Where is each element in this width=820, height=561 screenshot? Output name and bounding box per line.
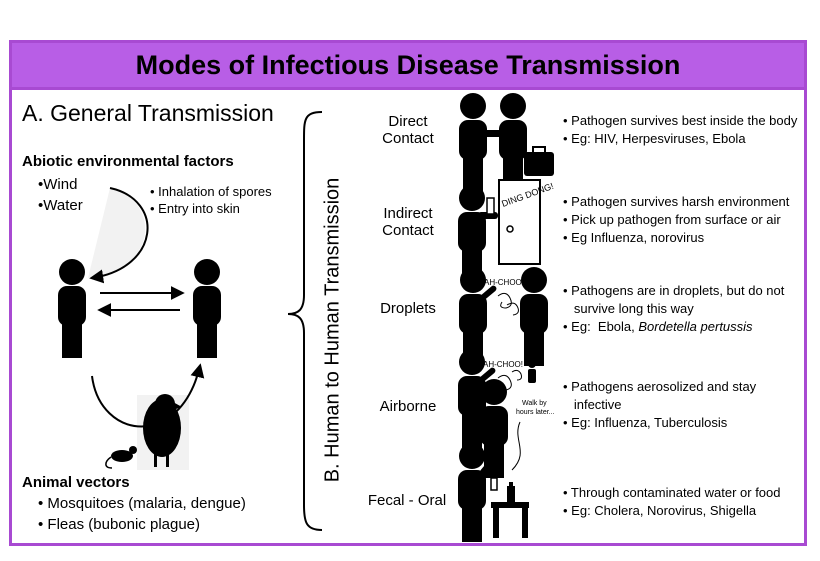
- fact-line: • Through contaminated water or food: [563, 485, 781, 500]
- abiotic-item-water: •Water: [38, 197, 83, 214]
- abiotic-heading: Abiotic environmental factors: [22, 153, 234, 170]
- fact-line: • Eg: Influenza, Tuberculosis: [563, 415, 728, 430]
- fact-line: • Pathogens aerosolized and stay: [563, 379, 757, 394]
- facts-indirect: • Pathogen survives harsh environment • …: [563, 193, 789, 247]
- person-left-icon: [58, 259, 86, 358]
- fact-italic: Bordetella pertussis: [638, 319, 753, 334]
- walk-by-note-line: hours later...: [516, 409, 555, 416]
- mode-label-line: Contact: [382, 222, 434, 239]
- fact-line: • Eg: HIV, Herpesviruses, Ebola: [563, 131, 746, 146]
- mode-label-droplets: Droplets: [370, 300, 446, 317]
- section-brace: [287, 111, 323, 531]
- fact-line: • Pathogens are in droplets, but do not: [563, 283, 785, 298]
- sneeze-text-airborne: AH-CHOO!: [483, 360, 523, 369]
- fact-line: • Eg Influenza, norovirus: [563, 230, 705, 245]
- airborne-icon: [458, 349, 536, 478]
- route-skin: • Entry into skin: [150, 201, 240, 216]
- walk-by-note-line: Walk by: [522, 400, 547, 407]
- mode-label-indirect: Indirect Contact: [370, 205, 446, 239]
- fact-line: • Eg: Ebola, Bordetella pertussis: [563, 318, 784, 336]
- fact-line: • Pathogen survives best inside the body: [563, 113, 798, 128]
- title-bar: Modes of Infectious Disease Transmission: [9, 40, 807, 90]
- facts-droplets: • Pathogens are in droplets, but do not …: [563, 282, 784, 336]
- abiotic-item-wind: •Wind: [38, 176, 78, 193]
- mode-label-line: Airborne: [379, 398, 437, 415]
- mode-label-fecal-oral: Fecal - Oral: [362, 492, 452, 509]
- fecal-oral-icon: [458, 443, 529, 542]
- diagram-title: Modes of Infectious Disease Transmission: [135, 49, 681, 80]
- fact-line: infective: [563, 397, 622, 412]
- mode-label-line: Droplets: [380, 300, 436, 317]
- droplets-icon: [459, 267, 548, 366]
- animal-heading: Animal vectors: [22, 474, 130, 491]
- fact-line: survive long this way: [563, 301, 694, 316]
- fact-line: • Pick up pathogen from surface or air: [563, 212, 781, 227]
- section-a-heading: A. General Transmission: [22, 100, 274, 126]
- facts-direct: • Pathogen survives best inside the body…: [563, 112, 797, 148]
- mode-label-line: Contact: [382, 130, 434, 147]
- animal-item-mosquitoes: • Mosquitoes (malaria, dengue): [38, 495, 246, 512]
- direct-contact-icon: [459, 93, 554, 192]
- mode-label-direct: Direct Contact: [370, 113, 446, 147]
- mode-label-line: Fecal - Oral: [367, 492, 447, 509]
- indirect-contact-icon: [458, 179, 541, 284]
- facts-airborne: • Pathogens aerosolized and stay infecti…: [563, 378, 756, 432]
- mode-label-line: Indirect: [383, 205, 433, 222]
- sneeze-text-droplets: AH-CHOO!: [484, 278, 524, 287]
- mode-label-airborne: Airborne: [370, 398, 446, 415]
- mode-label-line: Direct: [388, 113, 428, 130]
- person-right-icon: [193, 259, 221, 358]
- fact-line: • Pathogen survives harsh environment: [563, 194, 790, 209]
- fact-text: • Eg: Ebola,: [563, 319, 639, 334]
- animal-item-fleas: • Fleas (bubonic plague): [38, 516, 201, 533]
- route-inhalation: • Inhalation of spores: [150, 184, 272, 199]
- fact-line: • Eg: Cholera, Norovirus, Shigella: [563, 503, 757, 518]
- abiotic-loop-arrow: [88, 187, 149, 284]
- rat-icon: [105, 446, 137, 469]
- facts-fecal-oral: • Through contaminated water or food • E…: [563, 484, 781, 520]
- bird-icon: [143, 394, 182, 467]
